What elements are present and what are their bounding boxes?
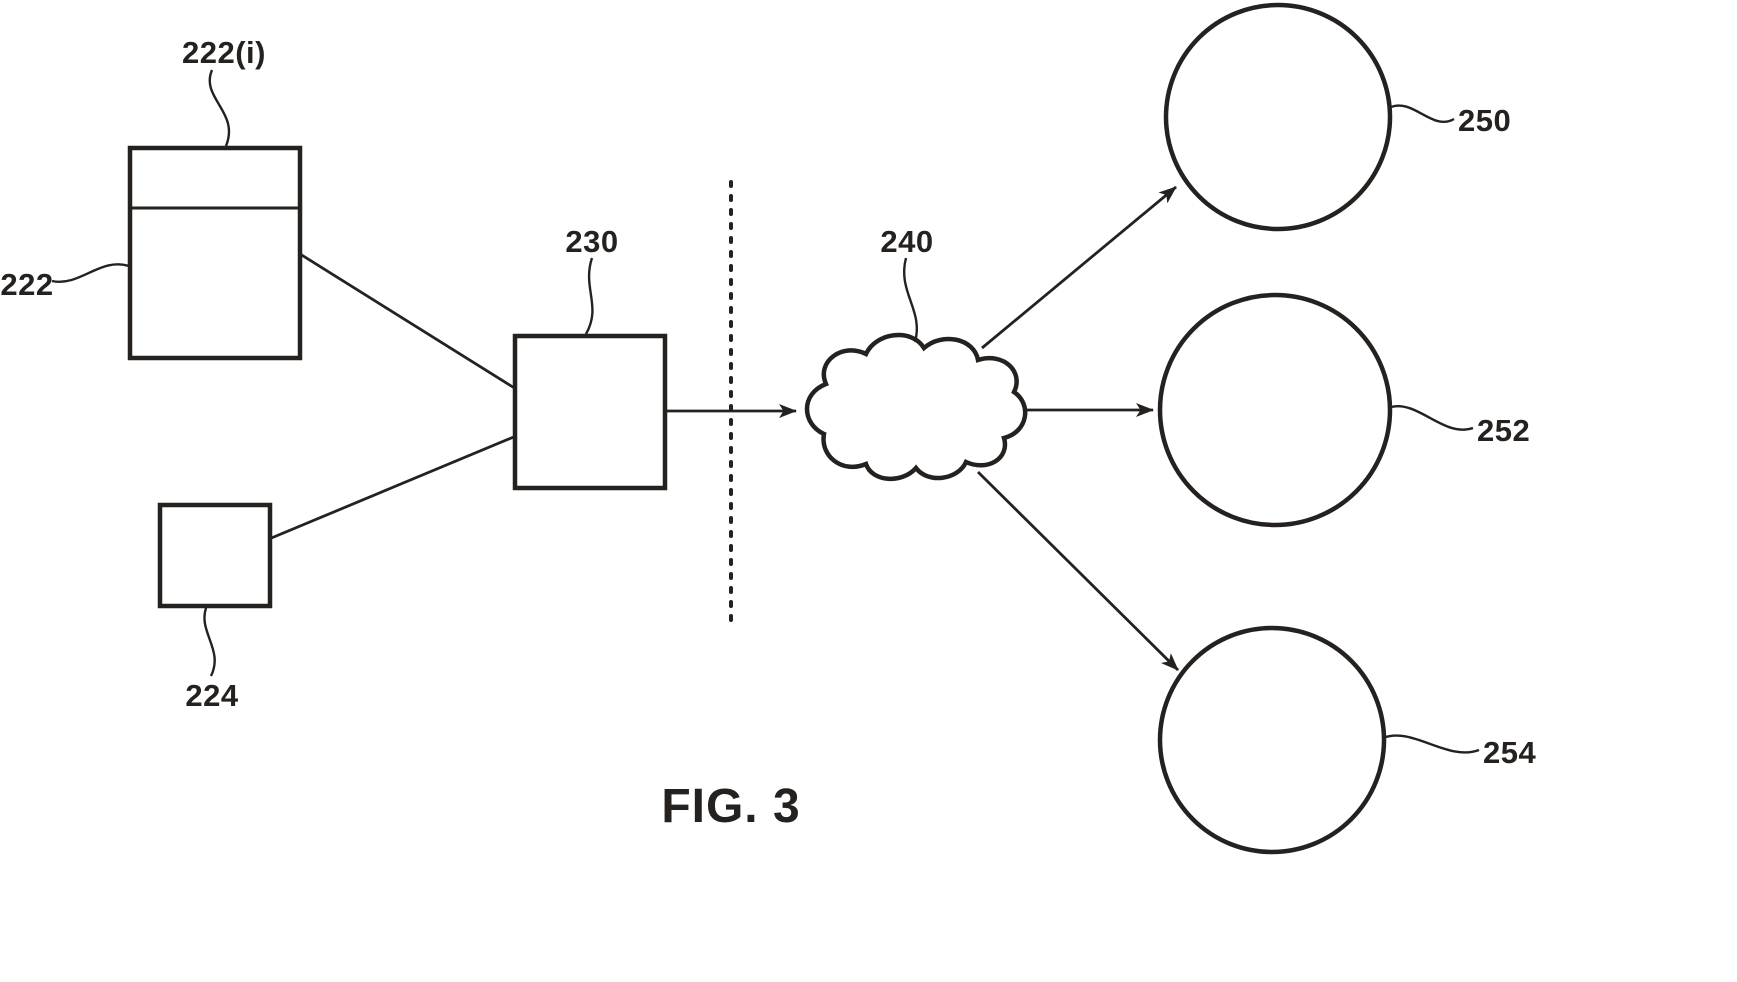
label-254: 254 [1483,735,1536,770]
leader-222 [51,263,130,283]
target-circle-252 [1157,292,1393,528]
label-252: 252 [1477,413,1530,448]
edge-240-to-254 [977,471,1179,671]
leader-252 [1390,404,1474,431]
label-222i: 222(i) [182,35,266,70]
leader-250 [1388,104,1455,123]
label-240: 240 [880,224,933,259]
gateway-box-230 [512,333,668,491]
label-224: 224 [185,678,238,713]
target-circle-254 [1157,625,1387,855]
leader-224 [203,607,216,677]
leader-230 [584,257,594,335]
edge-224-to-230 [268,434,517,541]
figure-caption: FIG. 3 [661,780,800,833]
network-cloud-240 [804,332,1028,482]
label-250: 250 [1458,103,1511,138]
edge-222-to-230 [299,252,517,391]
leader-222i [208,69,231,147]
edge-240-to-250 [981,185,1177,350]
record-box-222 [127,145,303,361]
label-230: 230 [565,224,618,259]
leader-254 [1382,734,1480,754]
small-box-224 [157,502,273,609]
leader-240 [903,257,918,343]
label-222: 222 [0,267,53,302]
target-circle-250 [1163,2,1393,232]
